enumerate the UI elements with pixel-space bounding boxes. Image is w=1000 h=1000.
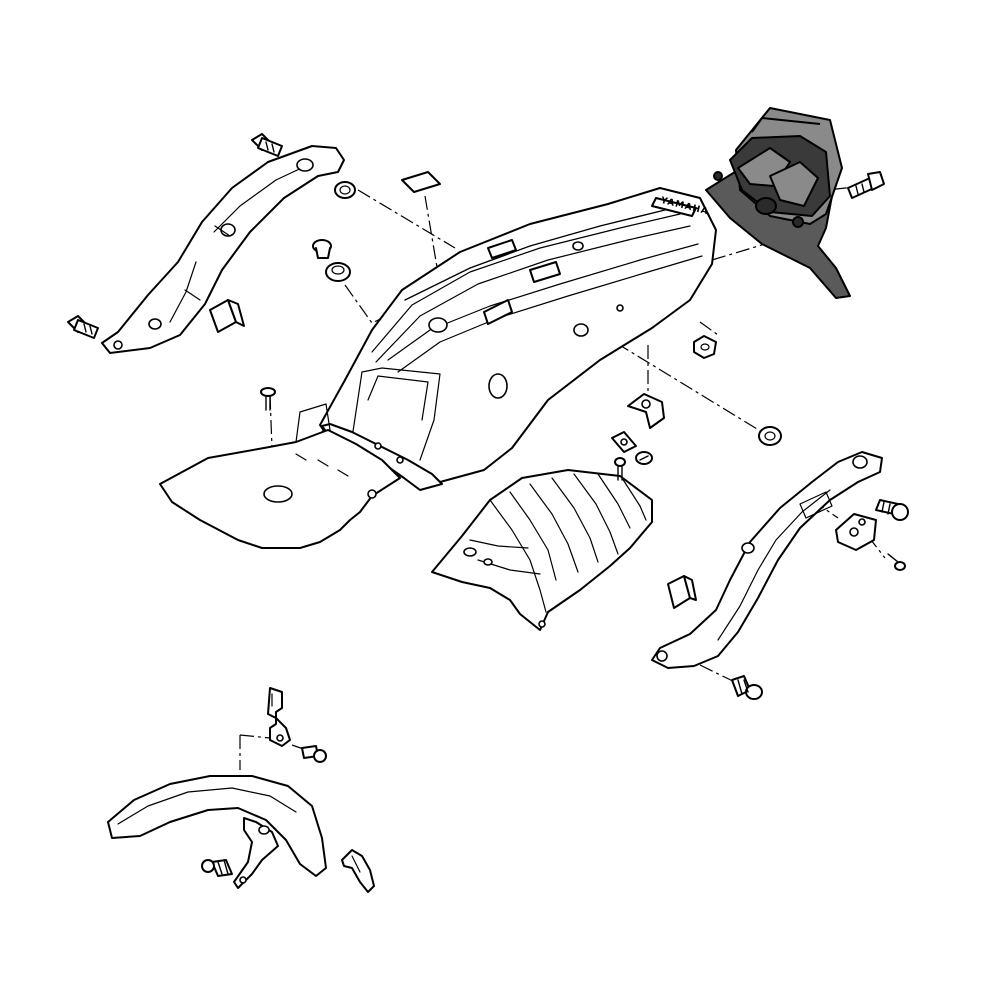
right-rail-small-screw: [887, 553, 906, 571]
right-damper-block: [667, 575, 697, 609]
fender-pad-top: [401, 171, 441, 193]
right-fender-rail: [651, 451, 883, 669]
inner-fender-liner: [431, 469, 653, 631]
front-fender-upper-bracket: [267, 687, 291, 747]
left-rail-lower-bolt: [67, 315, 99, 339]
left-rail-upper-bolt: [251, 133, 283, 157]
plate-screw: [260, 387, 276, 411]
turn-signal-bracket: [835, 513, 877, 551]
left-damper-block: [209, 299, 245, 333]
liner-screw-left: [614, 457, 626, 481]
tail-light-assembly: [705, 107, 851, 299]
tail-light-bolt: [847, 171, 885, 199]
rear-fender: YAMAHA: [319, 187, 717, 491]
liner-nut: [611, 431, 637, 453]
front-fender-upper-bolt: [301, 745, 327, 763]
front-fender-lower-bolt: [201, 859, 233, 877]
rear-grommet-upper: [334, 181, 356, 199]
left-fender-rail: [101, 145, 345, 354]
front-fender: [107, 775, 327, 889]
right-rail-upper-bolt: [875, 499, 909, 521]
front-fender-cable-clip: [341, 849, 375, 893]
right-rail-lower-bolt: [731, 675, 763, 700]
fender-collar: [312, 239, 332, 259]
splash-plate: [159, 403, 401, 549]
fender-grommet: [325, 262, 351, 282]
liner-screw-right: [635, 451, 653, 465]
collar-nut: [693, 335, 717, 359]
right-rail-grommet: [758, 426, 782, 446]
fender-bracket-clip: [627, 393, 665, 429]
